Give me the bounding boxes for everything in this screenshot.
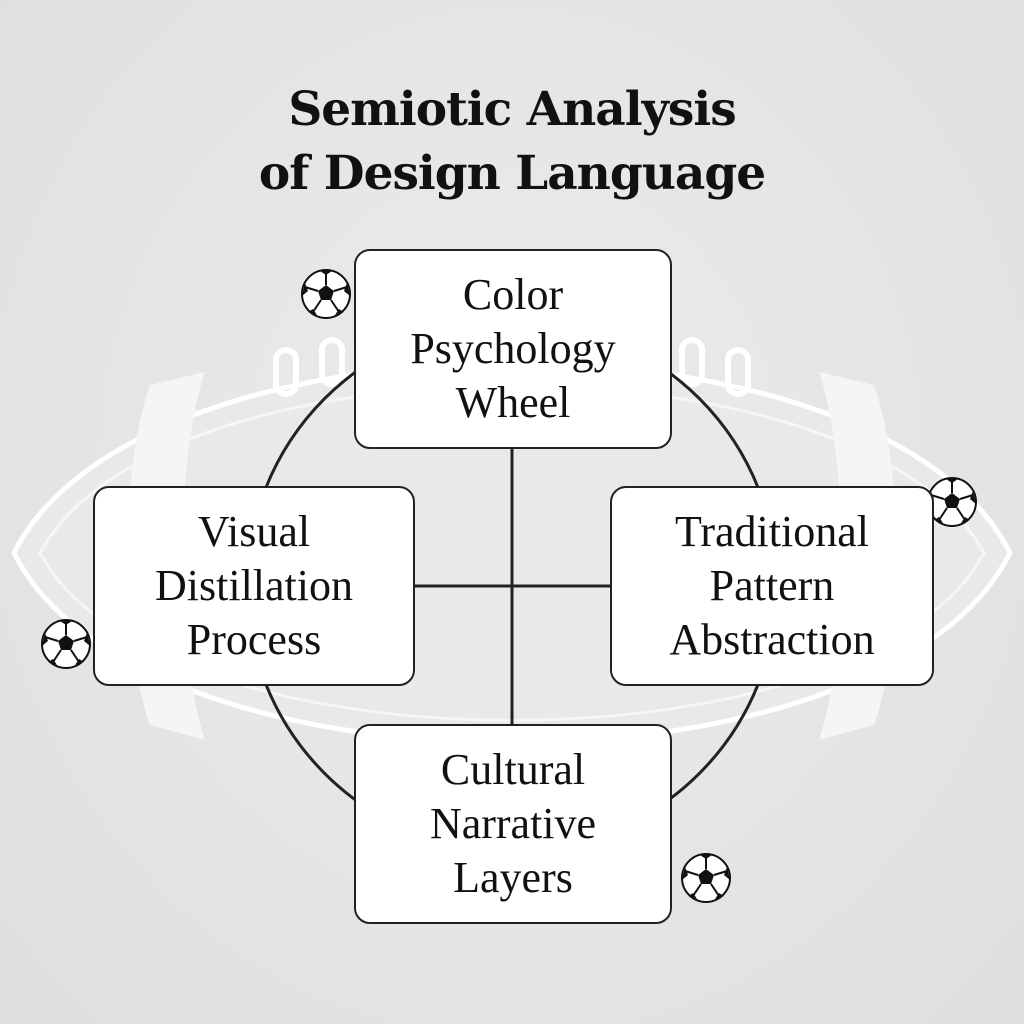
node-color-psychology-wheel: Color Psychology Wheel: [354, 249, 672, 449]
node-label-line: Narrative: [429, 799, 597, 848]
node-label-line: Layers: [453, 853, 573, 902]
node-label-line: Color: [462, 270, 564, 319]
node-label-line: Traditional: [675, 507, 869, 556]
node-visual-distillation-process: Visual Distillation Process: [93, 486, 415, 686]
soccer-ball-icon: [41, 619, 91, 669]
node-label-line: Distillation: [155, 561, 353, 610]
soccer-ball-icon: [301, 269, 351, 319]
node-label-line: Cultural: [440, 745, 586, 794]
title-line-2: of Design Language: [258, 146, 766, 201]
node-label-line: Wheel: [455, 378, 571, 427]
node-label-line: Pattern: [709, 561, 835, 610]
node-label-line: Psychology: [410, 324, 616, 373]
node-label-line: Process: [186, 615, 322, 664]
page-title: Semiotic Analysis of Design Language: [0, 78, 1024, 206]
soccer-ball-icon: [681, 853, 731, 903]
node-label-line: Abstraction: [669, 615, 875, 664]
node-cultural-narrative-layers: Cultural Narrative Layers: [354, 724, 672, 924]
title-line-1: Semiotic Analysis: [288, 82, 736, 137]
node-traditional-pattern-abstraction: Traditional Pattern Abstraction: [610, 486, 934, 686]
football-laces: [273, 337, 751, 397]
node-label-line: Visual: [197, 507, 311, 556]
